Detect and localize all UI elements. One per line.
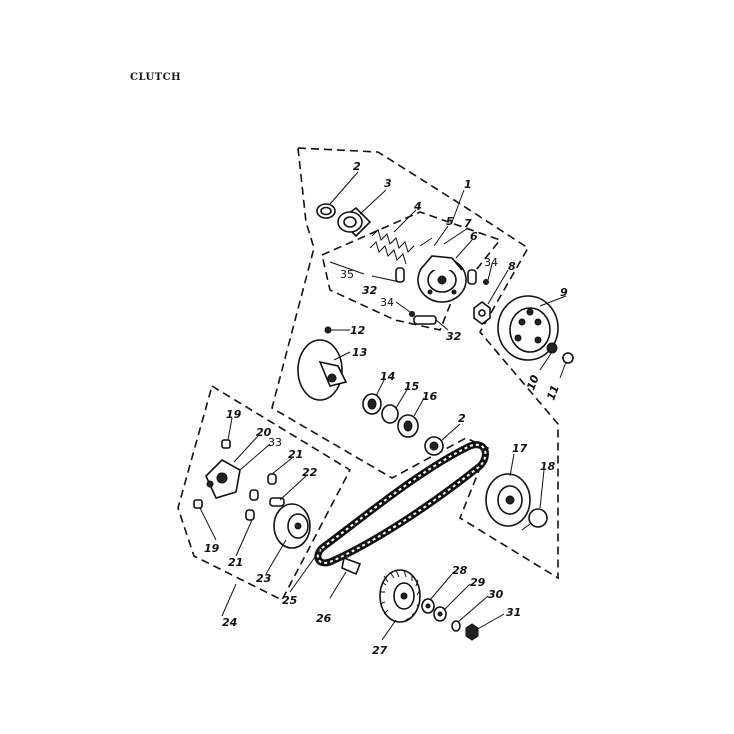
callout-13: 13 — [352, 346, 368, 359]
part-10-nut — [546, 342, 558, 354]
callout-8: 8 — [508, 260, 516, 273]
callout-34-right: 34 — [484, 256, 498, 269]
part-9-clutch-housing — [497, 295, 559, 361]
callout-20: 20 — [256, 426, 272, 439]
drive-pulley-outline — [177, 384, 352, 602]
callout-3: 3 — [384, 177, 392, 190]
part-27-fan-pulley — [379, 569, 421, 623]
callout-10: 10 — [524, 373, 542, 392]
callout-4: 4 — [413, 200, 422, 213]
callout-33: 33 — [268, 436, 282, 449]
part-16-bearing — [397, 414, 419, 438]
page-title: CLUTCH — [130, 72, 182, 83]
callout-26: 26 — [316, 612, 332, 625]
callout-35: 35 — [340, 268, 354, 281]
callout-18: 18 — [540, 460, 556, 473]
part-14-bearing — [362, 393, 382, 415]
part-28-gear — [421, 598, 435, 614]
callout-24: 24 — [222, 616, 237, 629]
callout-25: 25 — [282, 594, 298, 607]
part-2-bearing-ring — [316, 203, 336, 219]
clutch-assembly-outline — [271, 147, 559, 580]
part-19-slider — [193, 439, 231, 509]
callout-9: 9 — [560, 286, 568, 299]
callout-23: 23 — [256, 572, 272, 585]
part-22-collar — [269, 497, 285, 507]
callout-12: 12 — [350, 324, 366, 337]
part-20-ramp-plate — [205, 459, 241, 499]
callout-32-right: 32 — [446, 330, 462, 343]
part-21-roller — [245, 473, 277, 521]
callout-2-top: 2 — [353, 160, 361, 173]
callout-19-top: 19 — [226, 408, 242, 421]
part-18-pin — [521, 508, 548, 531]
callout-17: 17 — [512, 442, 528, 455]
callout-6: 6 — [470, 230, 478, 243]
callout-29: 29 — [470, 576, 486, 589]
part-3-collar — [337, 206, 372, 238]
part-17-driven-pulley — [485, 473, 531, 527]
part-2-seal — [424, 436, 444, 456]
part-5-pin — [419, 237, 433, 247]
part-34-screw — [409, 279, 489, 317]
part-4-spring — [369, 229, 415, 265]
part-30-washer — [451, 620, 461, 632]
callout-28: 28 — [452, 564, 468, 577]
callout-31: 31 — [506, 606, 521, 619]
callout-21-bottom: 21 — [228, 556, 243, 569]
part-29-washer — [433, 606, 447, 622]
callout-5: 5 — [446, 215, 454, 228]
callout-16: 16 — [422, 390, 438, 403]
part-23-movable-drive-face — [273, 503, 311, 549]
callout-34-left: 34 — [380, 296, 394, 309]
callout-30: 30 — [488, 588, 504, 601]
part-11-washer — [562, 352, 574, 364]
callout-22: 22 — [302, 466, 318, 479]
clutch-shoe-outline — [321, 211, 502, 331]
part-26-shaft — [329, 556, 362, 599]
callout-21-top: 21 — [288, 448, 303, 461]
callout-7: 7 — [464, 217, 472, 230]
leader-lines — [199, 171, 567, 641]
callout-32-left: 32 — [362, 284, 378, 297]
part-13-driven-face — [297, 339, 348, 401]
part-8-nut — [473, 301, 491, 325]
callout-15: 15 — [404, 380, 420, 393]
part-25-drive-belt — [314, 441, 489, 567]
part-6-clutch-shoe-assembly — [417, 255, 467, 303]
callout-19-bottom: 19 — [204, 542, 220, 555]
part-31-nut — [465, 623, 479, 641]
callout-14: 14 — [380, 370, 395, 383]
callout-2-lower: 2 — [458, 412, 466, 425]
part-15-clip — [381, 404, 399, 424]
callout-11: 11 — [544, 383, 561, 402]
callout-1: 1 — [464, 178, 472, 191]
callout-27: 27 — [372, 644, 388, 657]
